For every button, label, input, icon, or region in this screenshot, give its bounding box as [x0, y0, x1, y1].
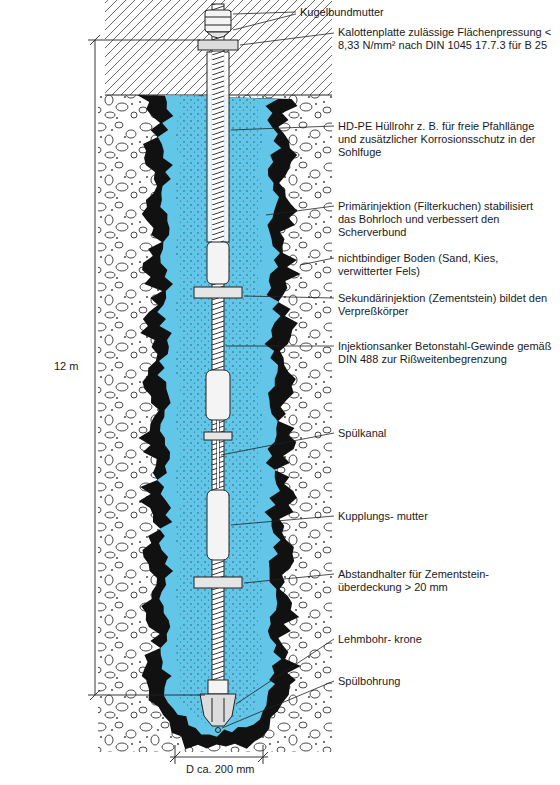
leader-line	[221, 12, 334, 728]
callout-label: nichtbindiger Boden (Sand, Kies, verwitt…	[338, 252, 553, 278]
flush-channel	[217, 420, 219, 488]
callout-label: Spülkanal	[338, 427, 553, 440]
callout-label: Kupplungs- mutter	[338, 510, 553, 523]
callout-label: Primärinjektion (Filterkuchen) stabilisi…	[338, 200, 553, 239]
spacer	[194, 287, 242, 588]
dimension-label: D ca. 200 mm	[184, 763, 256, 776]
hdpe-sheath	[207, 52, 229, 242]
dome-plate	[198, 40, 238, 50]
dimension-label: 12 m	[52, 360, 80, 373]
dimension-line	[88, 35, 268, 764]
callout-label: Lehmbohr- krone	[338, 633, 553, 646]
callout-label: Spülbohrung	[338, 675, 553, 688]
callout-label: Injektionsanker Betonstahl-Gewinde gemäß…	[338, 340, 553, 366]
threaded-bar	[212, 4, 224, 692]
callout-label: HD-PE Hüllrohr z. B. für freie Pfahlläng…	[338, 120, 553, 159]
callout-label: Abstandhalter für Zementstein- überdecku…	[338, 568, 553, 594]
ball-nut	[205, 10, 231, 38]
callout-label: Kugelbundmutter	[300, 6, 384, 19]
callout-label: Sekundärinjektion (Zementstein) bildet d…	[338, 292, 553, 318]
callout-label: Kalottenplatte zulässige Flächenpressung…	[338, 26, 553, 52]
